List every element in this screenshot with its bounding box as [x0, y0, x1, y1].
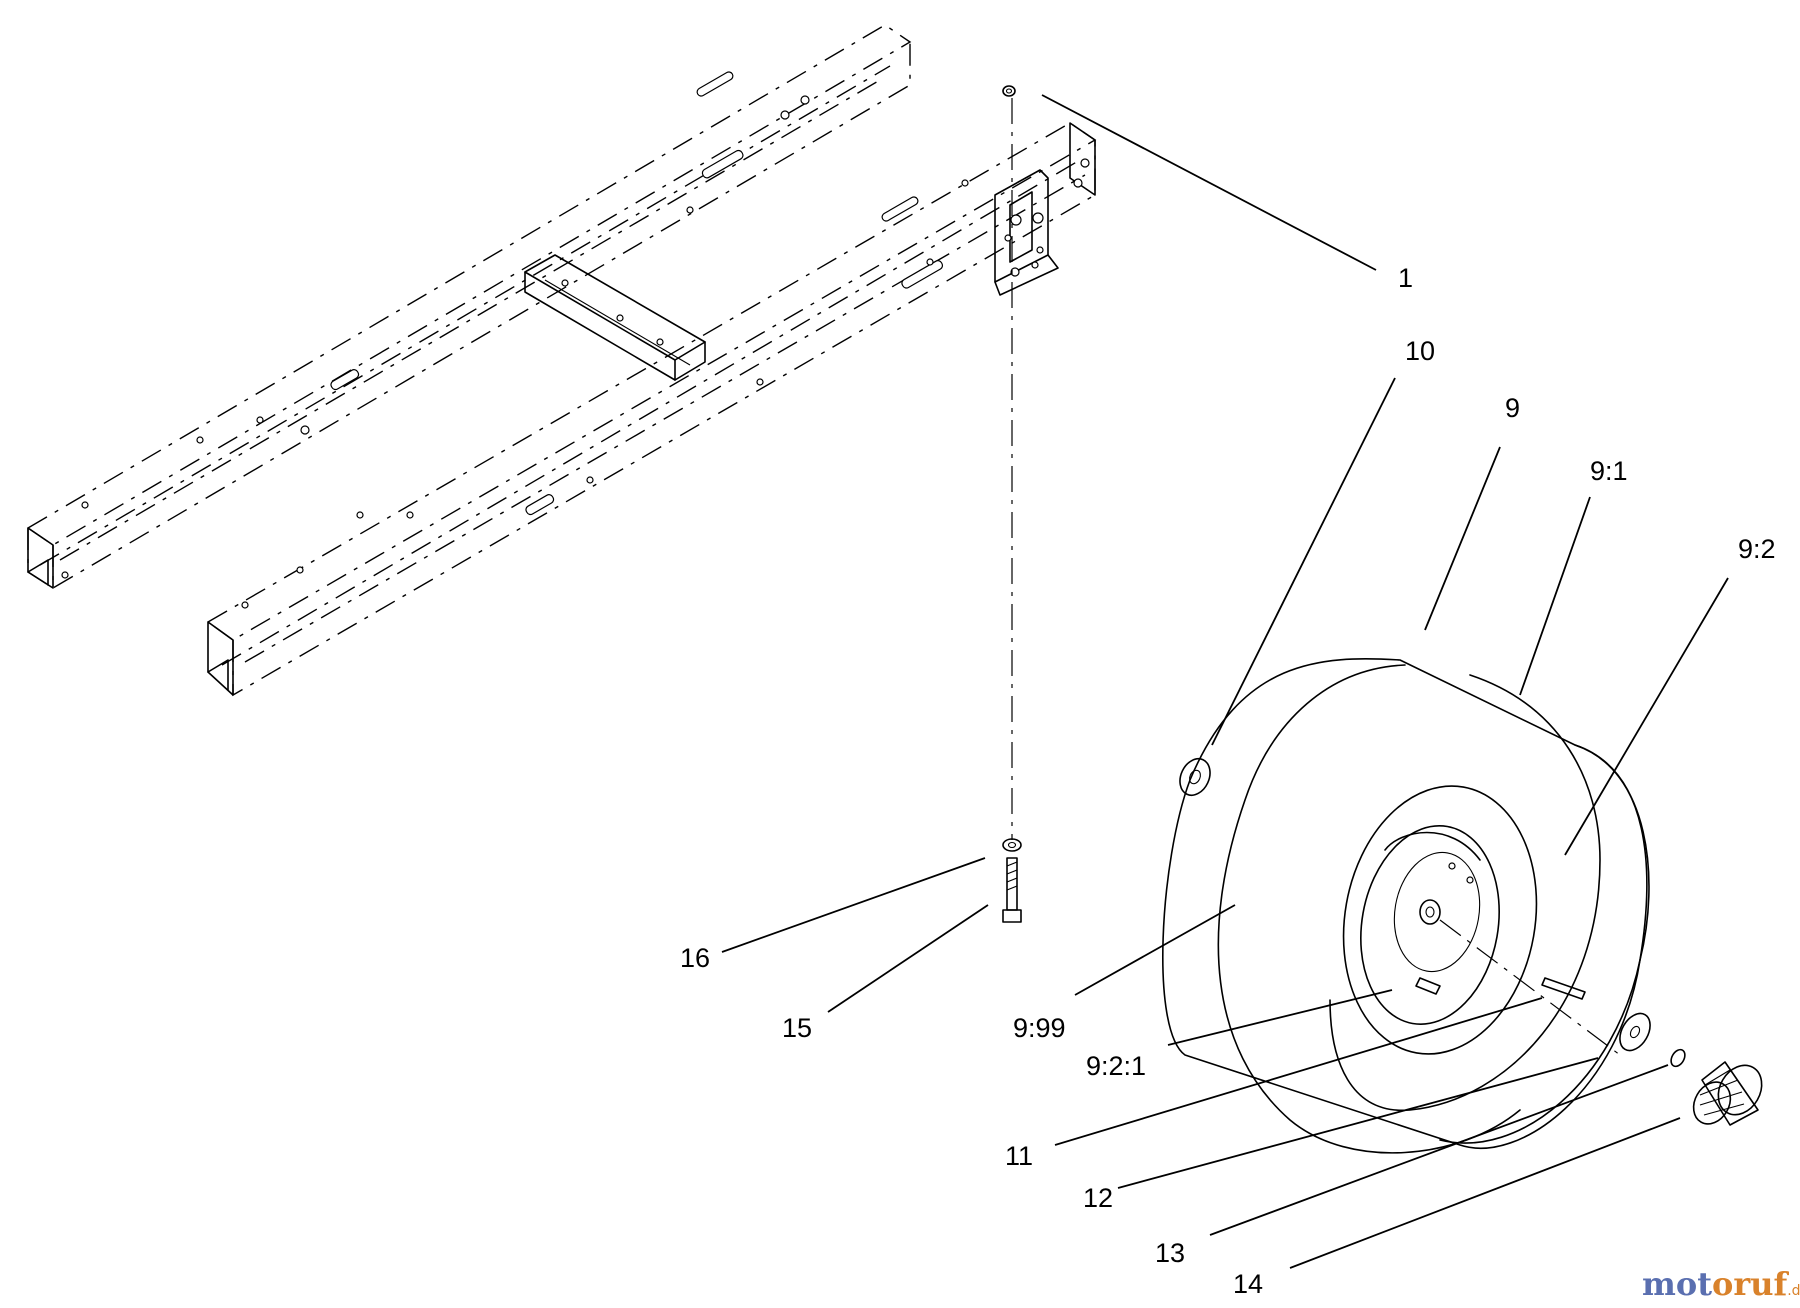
frame-rail-right	[206, 122, 1097, 697]
mounting-bracket	[994, 169, 1059, 296]
rail-holes	[61, 71, 1090, 609]
callout-1: 1	[1398, 263, 1413, 293]
nut-part-1	[1002, 85, 1016, 97]
callout-9-1: 9:1	[1590, 456, 1628, 486]
callout-9: 9	[1505, 393, 1520, 423]
callout-9-2: 9:2	[1738, 534, 1776, 564]
callout-9-99: 9:99	[1013, 1013, 1066, 1043]
watermark-part-a: mot	[1642, 1265, 1712, 1303]
callout-12: 12	[1083, 1183, 1113, 1213]
washer-part-10	[1179, 757, 1211, 797]
callout-14: 14	[1233, 1269, 1263, 1299]
callout-16: 16	[680, 943, 710, 973]
callout-10: 10	[1405, 336, 1435, 366]
callout-11: 11	[1005, 1141, 1033, 1171]
washer-part-12	[1619, 1012, 1651, 1052]
callout-labels: 1 10 9 9:1 9:2 16 15 9:99 9:2:1 11 12 13…	[680, 263, 1776, 1299]
bolt-part-15	[1002, 857, 1022, 923]
washer-part-16	[1002, 838, 1022, 852]
leader-lines	[721, 94, 1729, 1269]
cap-part-14	[1692, 1061, 1763, 1126]
callout-15: 15	[782, 1013, 812, 1043]
svg-text:motoruf.de: motoruf.de	[1642, 1265, 1800, 1303]
retaining-ring-part-13	[1670, 1048, 1686, 1068]
callout-13: 13	[1155, 1238, 1185, 1268]
key-part-11	[1541, 977, 1586, 1000]
watermark-logo: motoruf.de	[1642, 1265, 1800, 1303]
wheel-assembly	[1162, 658, 1650, 1154]
watermark-part-b: oruf	[1712, 1265, 1789, 1303]
callout-9-2-1: 9:2:1	[1086, 1051, 1146, 1081]
cross-member	[524, 254, 706, 381]
frame-rail-left	[26, 24, 912, 590]
watermark-suffix: .de	[1787, 1283, 1800, 1299]
